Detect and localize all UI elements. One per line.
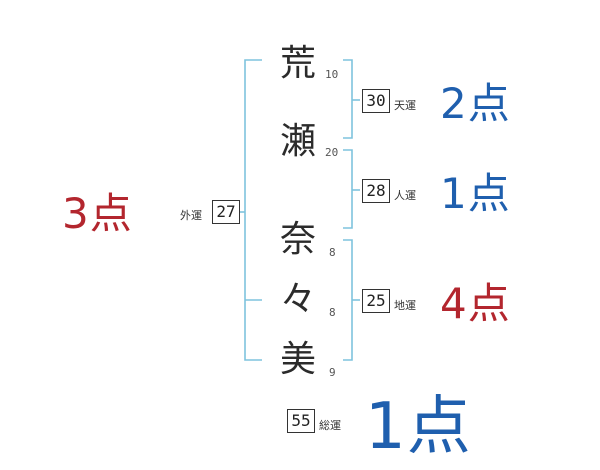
jinun-value-box: 28	[362, 179, 390, 203]
name-char-2: 瀬	[279, 121, 316, 162]
stroke-count-3: 8	[329, 246, 336, 259]
souun-label: 総運	[319, 419, 341, 432]
outer-bracket	[244, 59, 262, 361]
souun-score: 1点	[365, 390, 472, 464]
stroke-count-1: 10	[325, 68, 339, 81]
chiun-label: 地運	[394, 299, 416, 312]
tenun-bracket	[343, 59, 353, 139]
stroke-count-5: 9	[329, 366, 336, 379]
jinun-score: 1点	[440, 169, 511, 218]
tenun-label: 天運	[394, 99, 416, 112]
stroke-count-4: 8	[329, 306, 336, 319]
chiun-score: 4点	[440, 279, 511, 328]
souun-value-box: 55	[287, 409, 315, 433]
stroke-count-2: 20	[325, 146, 339, 159]
name-char-1: 荒	[279, 43, 316, 84]
jinun-label: 人運	[394, 189, 416, 202]
name-char-5: 美	[279, 339, 316, 380]
chiun-value-box: 25	[362, 289, 390, 313]
gaiun-score: 3点	[62, 189, 133, 238]
chiun-bracket	[343, 239, 353, 361]
jinun-bracket	[343, 149, 353, 229]
tenun-value-box: 30	[362, 89, 390, 113]
gaiun-label: 外運	[180, 209, 202, 222]
name-char-4: 々	[279, 279, 316, 320]
tenun-score: 2点	[440, 79, 511, 128]
name-char-3: 奈	[279, 219, 316, 260]
gaiun-value-box: 27	[212, 200, 240, 224]
